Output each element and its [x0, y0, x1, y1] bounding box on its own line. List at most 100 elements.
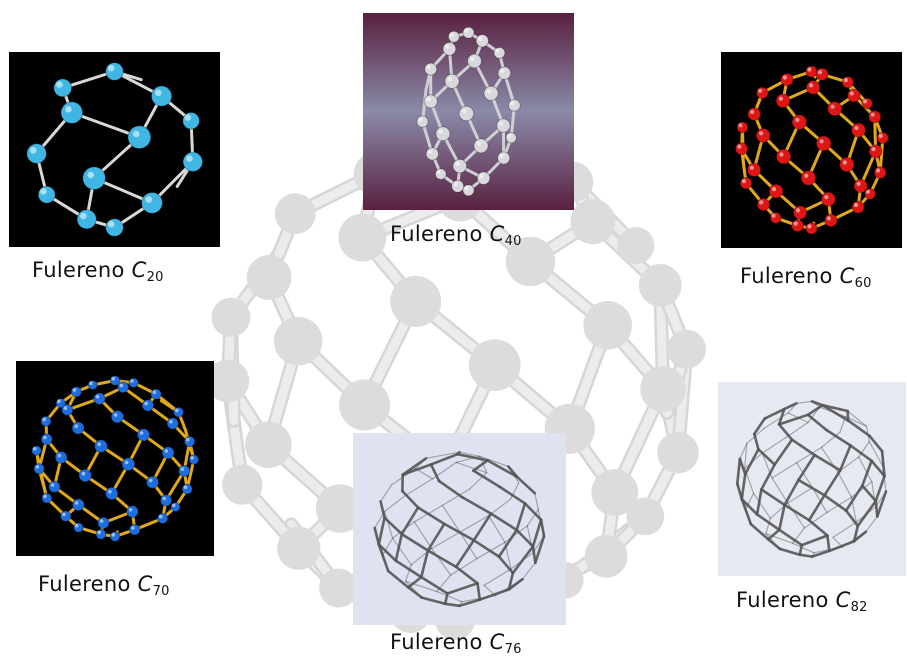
- bond: [777, 407, 786, 426]
- caption-prefix: Fulereno: [390, 630, 483, 654]
- atom-highlight: [878, 133, 883, 138]
- atom: [462, 184, 475, 197]
- bond: [472, 469, 502, 489]
- bond: [773, 438, 794, 466]
- atom: [128, 377, 139, 388]
- bond: [777, 528, 804, 547]
- atom: [94, 439, 108, 453]
- atom: [805, 65, 818, 78]
- atom-highlight: [758, 88, 763, 93]
- bg-atom: [339, 379, 391, 431]
- bond: [515, 475, 537, 495]
- atom: [769, 212, 782, 224]
- atom-highlight: [741, 179, 746, 184]
- atom: [497, 66, 512, 80]
- bond: [383, 510, 394, 539]
- bond: [755, 513, 781, 532]
- atom-highlight: [111, 532, 115, 537]
- atom: [150, 388, 162, 400]
- bond: [820, 431, 841, 449]
- bond: [849, 444, 873, 463]
- bond: [443, 602, 461, 608]
- atom: [876, 132, 889, 144]
- bond: [813, 453, 842, 472]
- bond: [760, 463, 776, 491]
- bond: [876, 490, 888, 518]
- bond: [844, 509, 860, 528]
- atom: [127, 125, 152, 149]
- bond: [740, 472, 747, 501]
- bond: [391, 537, 412, 566]
- bond: [743, 448, 760, 476]
- bond: [437, 479, 464, 499]
- atom: [847, 88, 861, 103]
- atom-highlight: [87, 171, 95, 179]
- caption-subscript: 60: [854, 276, 872, 291]
- bond: [880, 449, 886, 478]
- bond: [476, 582, 482, 601]
- atom: [146, 475, 159, 489]
- atom-highlight: [113, 413, 118, 417]
- atom-highlight: [145, 196, 152, 203]
- atom: [166, 417, 179, 430]
- bg-atom: [505, 236, 556, 287]
- bond: [377, 543, 398, 562]
- atom: [448, 30, 460, 43]
- fulereno-c60-caption: Fulereno C60: [740, 264, 872, 291]
- atom: [444, 73, 460, 89]
- atom-highlight: [175, 408, 179, 413]
- atom: [95, 528, 107, 540]
- atom-highlight: [438, 129, 443, 134]
- atom-highlight: [771, 187, 777, 192]
- bg-atom: [273, 316, 323, 366]
- bond: [798, 553, 814, 558]
- bond: [752, 417, 767, 436]
- bond: [443, 522, 476, 542]
- atom: [73, 522, 84, 533]
- atom: [188, 454, 199, 465]
- fulereno-c40-caption: Fulereno C40: [390, 222, 522, 249]
- atom-highlight: [72, 388, 77, 392]
- atom: [53, 78, 73, 98]
- bond: [855, 506, 877, 523]
- atom-highlight: [470, 56, 475, 62]
- bond: [871, 481, 877, 508]
- atom: [497, 151, 511, 165]
- atom-highlight: [507, 133, 512, 138]
- bond: [874, 474, 886, 503]
- atom: [756, 86, 769, 100]
- bond: [383, 494, 407, 513]
- atom: [110, 410, 124, 424]
- bg-atom: [390, 275, 442, 327]
- atom-highlight: [500, 68, 505, 74]
- bond: [752, 492, 772, 519]
- atom: [141, 192, 163, 214]
- atom-highlight: [57, 399, 61, 404]
- atom: [735, 142, 748, 156]
- bg-atom: [319, 568, 359, 608]
- atom: [739, 177, 753, 190]
- bond: [472, 459, 489, 472]
- bond: [515, 502, 527, 532]
- bond: [468, 472, 488, 490]
- fulereno-c82-image: [718, 382, 906, 576]
- atom: [791, 219, 804, 233]
- bond: [846, 419, 871, 438]
- atom-highlight: [830, 104, 835, 109]
- bond: [766, 528, 781, 541]
- bond: [426, 549, 458, 569]
- bond: [521, 562, 536, 580]
- fulereno-c70-image: [16, 361, 214, 556]
- bg-atom: [638, 264, 682, 307]
- bond: [763, 412, 789, 429]
- bond: [837, 471, 853, 498]
- atom: [458, 105, 475, 122]
- atom-highlight: [99, 519, 104, 523]
- bond: [745, 492, 755, 510]
- bond: [401, 463, 433, 477]
- atom-highlight: [111, 376, 115, 381]
- atom-highlight: [171, 503, 176, 508]
- atom: [126, 505, 139, 518]
- caption-element: C: [137, 572, 153, 596]
- bond: [795, 400, 813, 404]
